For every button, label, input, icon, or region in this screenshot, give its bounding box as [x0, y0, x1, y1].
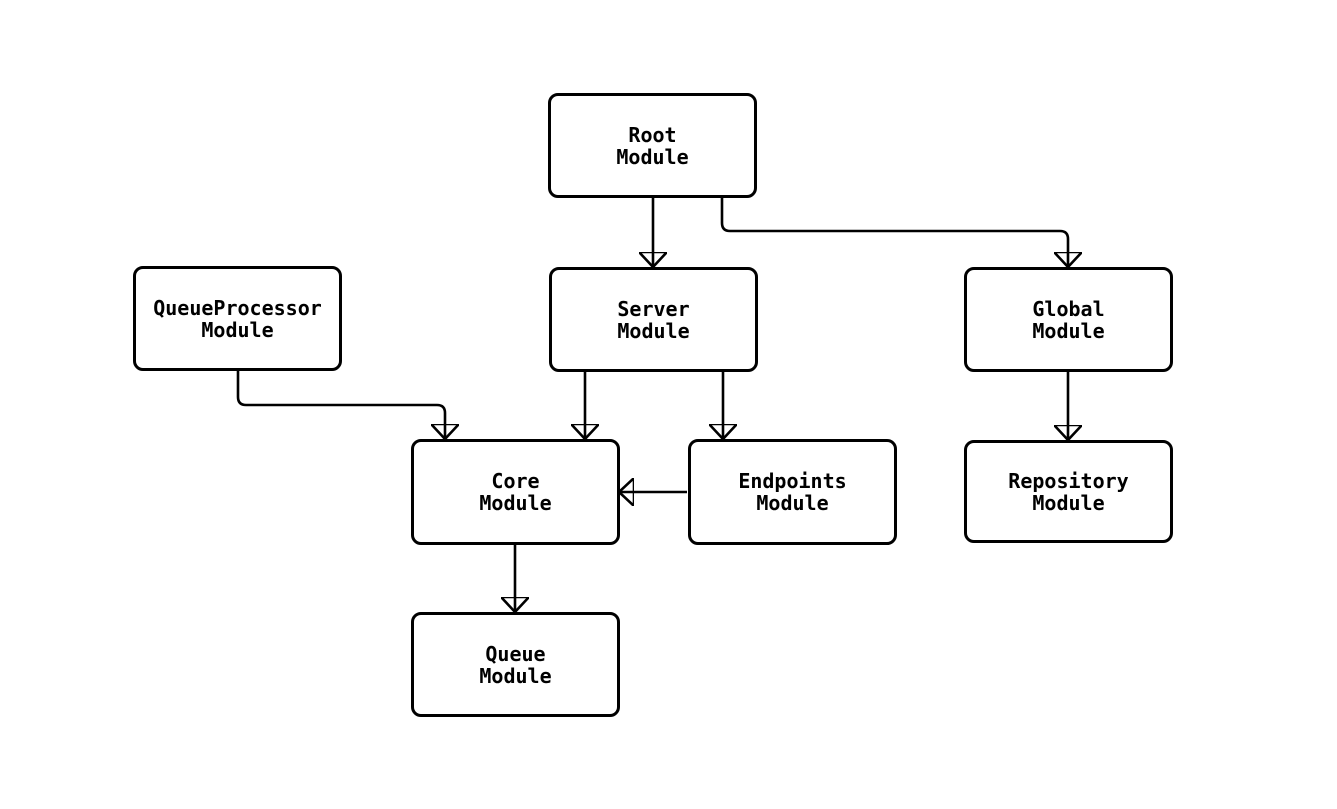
node-label-line2: Module	[1032, 318, 1105, 343]
node-core-module: Core Module	[411, 439, 620, 545]
node-label-line2: Module	[479, 663, 552, 688]
node-label-line1: Server	[617, 296, 690, 321]
node-label-line2: Module	[756, 491, 829, 515]
node-label-line1: Core	[491, 469, 540, 493]
node-label-line1: Repository	[1008, 468, 1129, 493]
node-repository-module: Repository Module	[964, 440, 1173, 543]
edge-root-to-global	[720, 198, 1068, 266]
node-label-line2: Module	[617, 318, 690, 343]
node-label-line2: Module	[616, 144, 689, 169]
node-label-line1: Global	[1032, 296, 1105, 321]
node-label-line1: Endpoints	[738, 469, 847, 493]
node-label-line1: Root	[628, 122, 677, 147]
edge-queueprocessor-to-core	[236, 371, 445, 438]
node-queue-module: Queue Module	[411, 612, 620, 717]
node-queueprocessor-module: QueueProcessor Module	[133, 266, 342, 371]
node-endpoints-module: Endpoints Module	[688, 439, 897, 545]
node-label-line1: Queue	[485, 641, 546, 666]
node-label-line2: Module	[1032, 490, 1105, 515]
node-global-module: Global Module	[964, 267, 1173, 372]
node-label-line2: Module	[479, 491, 552, 515]
node-label-line2: Module	[201, 317, 274, 342]
node-root-module: Root Module	[548, 93, 757, 198]
node-label-line1: QueueProcessor	[153, 295, 322, 320]
node-server-module: Server Module	[549, 267, 758, 372]
